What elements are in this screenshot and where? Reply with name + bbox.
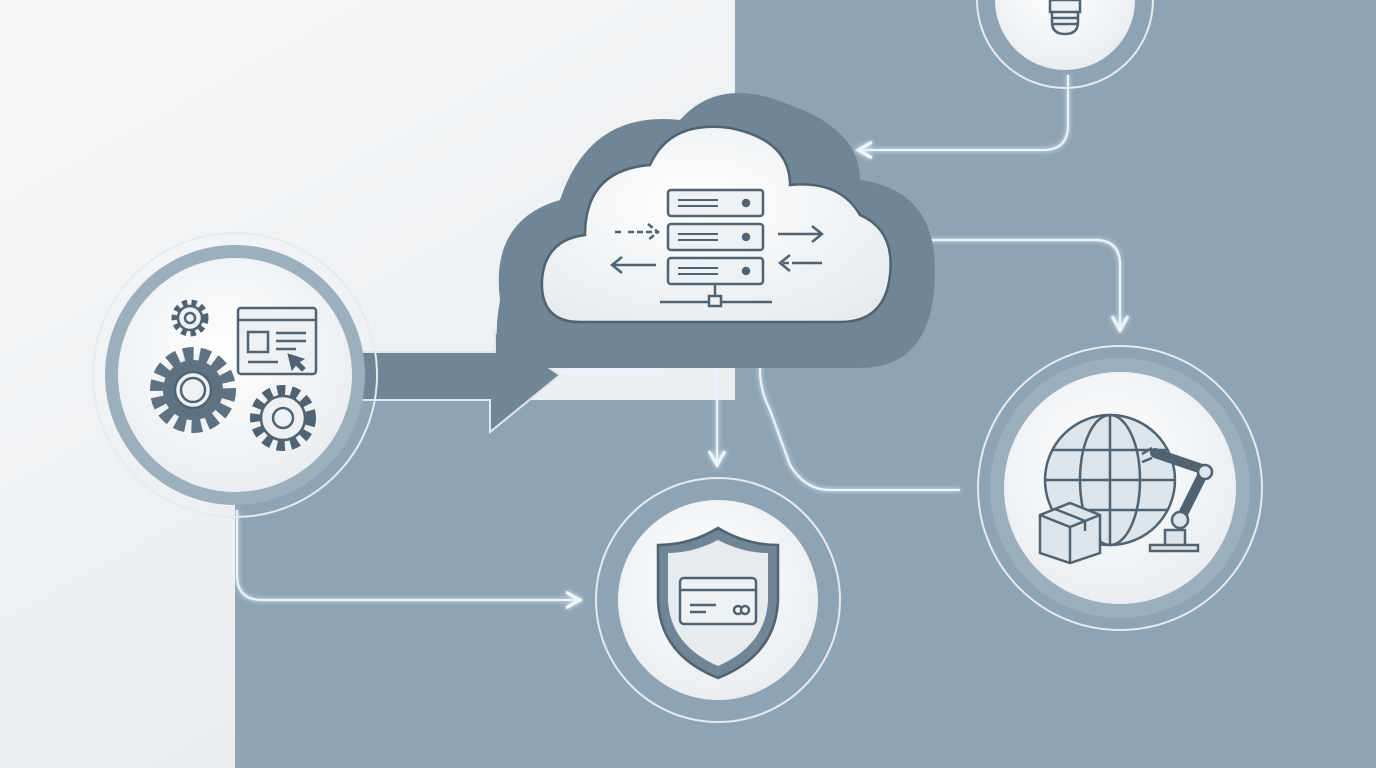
- data-transfer-arrows-icon: [609, 223, 825, 274]
- connector-automation-to-security: [235, 510, 584, 610]
- idea-node[interactable]: [976, 0, 1154, 89]
- automation-node[interactable]: [92, 232, 378, 518]
- connector-cloud-to-logistics: [890, 238, 1130, 334]
- package-box-icon: [1038, 501, 1102, 565]
- logistics-node[interactable]: [977, 345, 1263, 631]
- browser-window-icon: [236, 306, 318, 376]
- cloud-node[interactable]: [496, 93, 935, 368]
- server-rack-icon: [660, 188, 772, 308]
- connectors: [235, 75, 1130, 610]
- connector-idea-to-cloud: [854, 75, 1070, 160]
- gears-icon: [150, 299, 316, 451]
- security-node[interactable]: [595, 477, 841, 723]
- connector-logistics-to-cloud: [750, 334, 960, 492]
- credit-card-icon: [678, 576, 758, 626]
- robot-arm-icon: [1141, 446, 1214, 553]
- lightbulb-icon: [1048, 0, 1082, 36]
